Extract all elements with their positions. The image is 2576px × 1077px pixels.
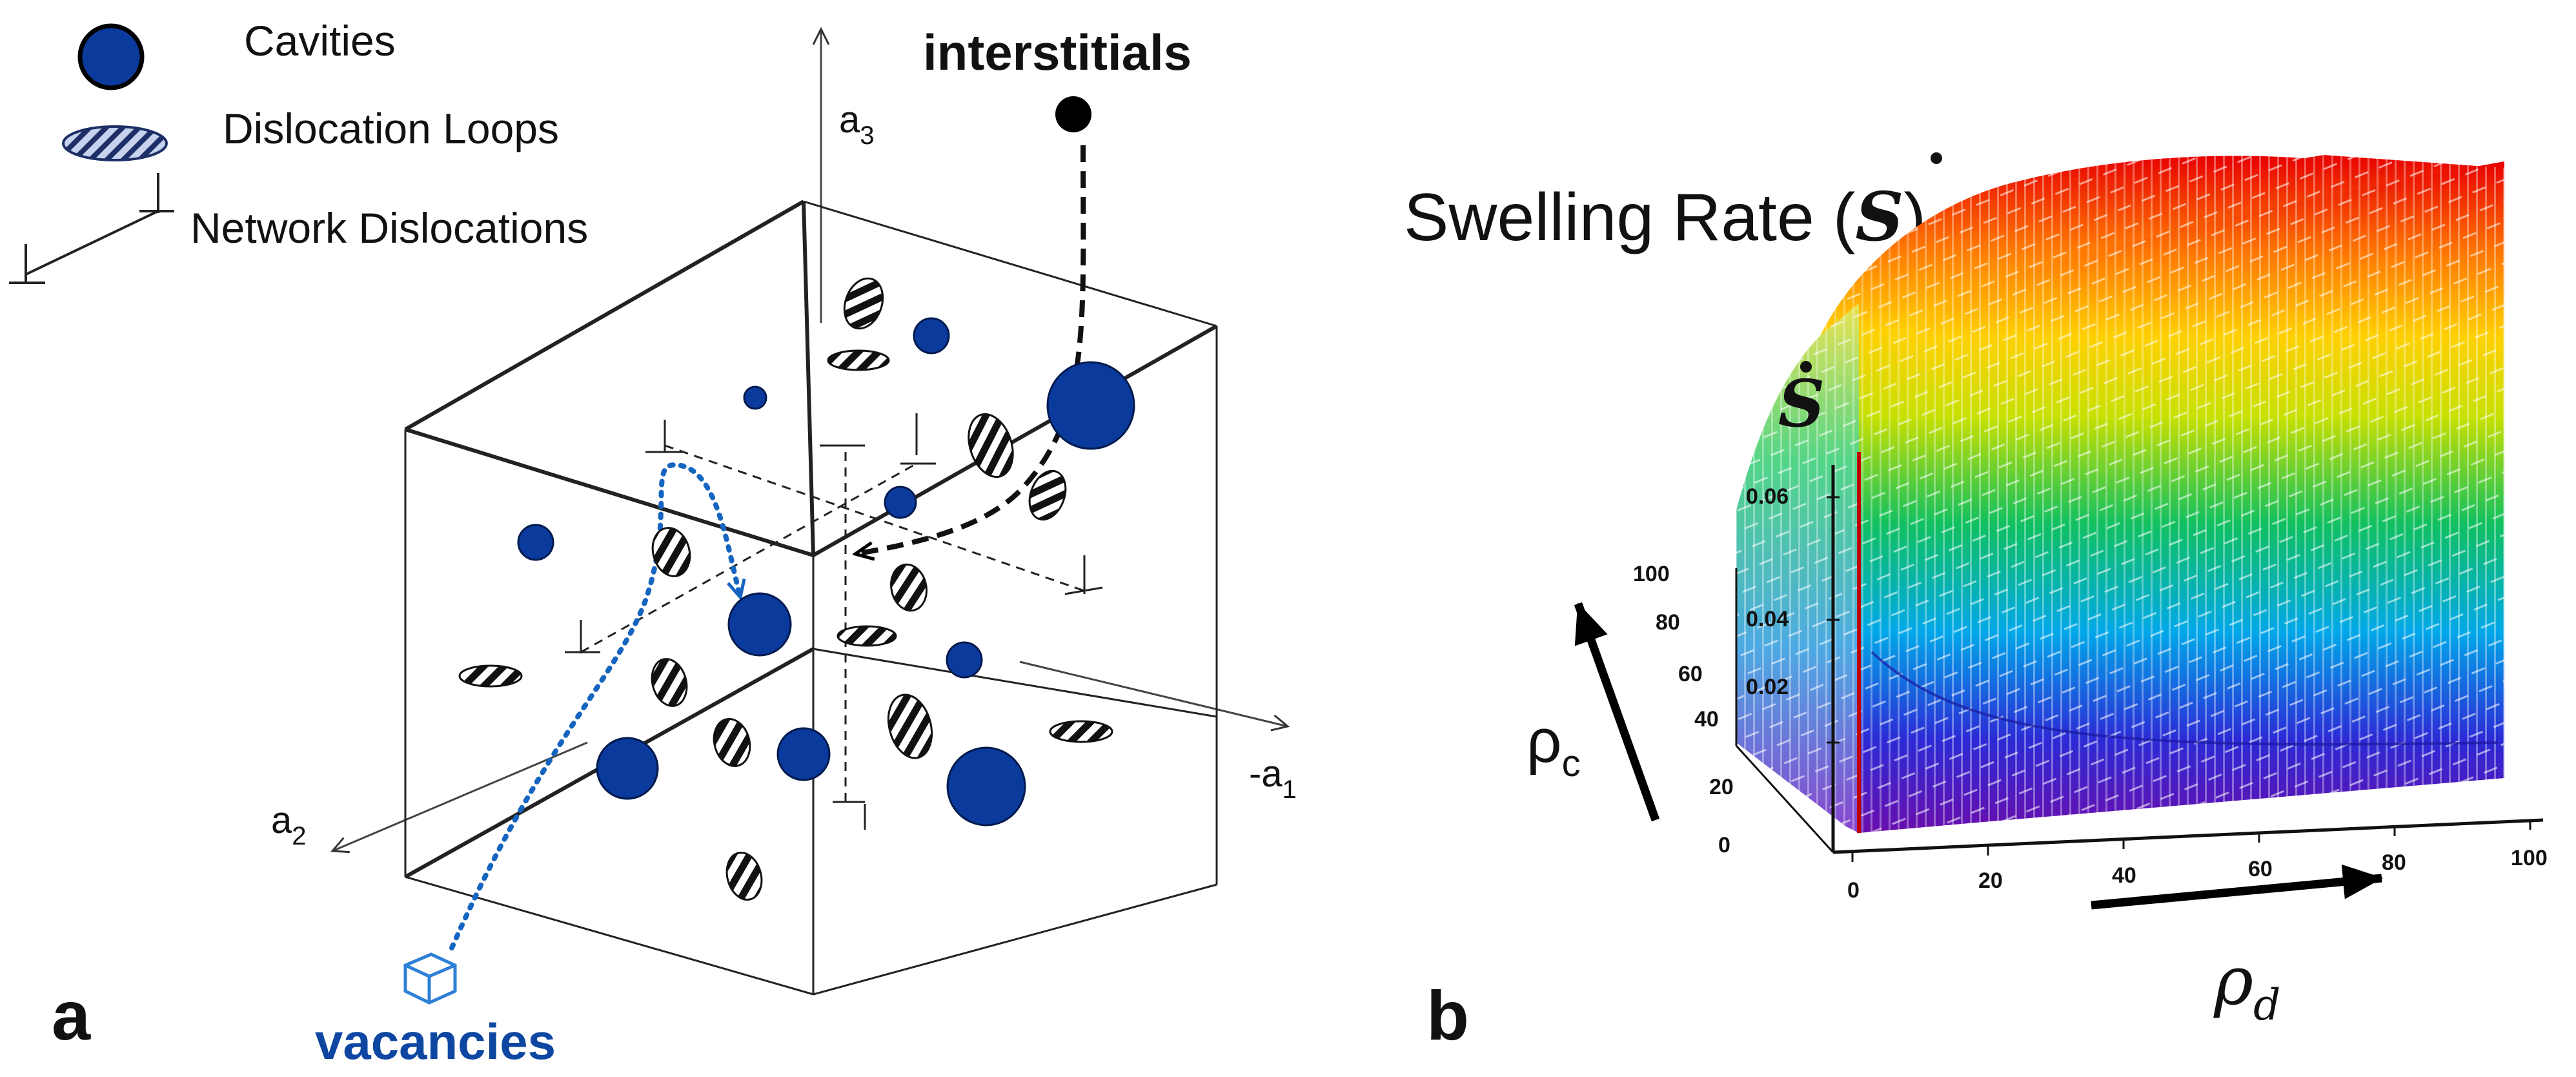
legend-network-label: Network Dislocations [190, 204, 588, 252]
a2-axis [330, 741, 588, 854]
legend-loops-label: Dislocation Loops [223, 105, 559, 152]
crystal-cube [404, 200, 1218, 996]
x-tick-label: 60 [2248, 857, 2273, 881]
dislocation-loop [827, 349, 890, 371]
rho-d-label: ρd [2213, 941, 2280, 1030]
dislocation-loop [713, 718, 751, 767]
cavity [1046, 361, 1135, 450]
panel-a: Cavities Dislocation Loops Network Dislo… [9, 17, 1297, 1070]
title-dot-icon [1931, 152, 1942, 164]
rho-c-arrow [1574, 602, 1660, 822]
dislocation-loop [1049, 720, 1113, 743]
y-tick-label: 0 [1718, 833, 1730, 857]
interstitials-label: interstitials [923, 24, 1192, 81]
x-tick-label: 80 [2382, 850, 2406, 875]
swelling-rate-title: Swelling Rate (S) [1404, 177, 1926, 256]
interstitial-path [855, 145, 1086, 554]
z-axis-dot-icon [1800, 361, 1812, 373]
z-tick-label: 0.04 [1746, 607, 1789, 631]
cavity [743, 385, 767, 410]
y-tick-label: 60 [1678, 662, 1703, 686]
x-tick-label: 100 [2511, 846, 2548, 870]
cavity [884, 486, 917, 519]
z-tick-label: 0.06 [1746, 484, 1789, 509]
cavity [946, 641, 983, 679]
rho-c-label: ρc [1526, 706, 1581, 785]
y-tick-label: 40 [1694, 707, 1719, 732]
legend-loop-icon [62, 125, 168, 161]
cavity [517, 524, 554, 561]
x-tick-label: 0 [1847, 878, 1860, 903]
dislocation-loop [651, 658, 688, 707]
crystal-axes [330, 26, 1290, 854]
dislocation-loop [458, 664, 523, 688]
z-tick-label: 0.02 [1746, 675, 1789, 699]
cavity [776, 727, 831, 781]
panel-b: Swelling Rate (S) [1404, 152, 2548, 1054]
legend-cavities-label: Cavities [244, 17, 396, 65]
legend-cavity-icon [77, 23, 145, 90]
dislocation-loop [837, 625, 897, 647]
dislocation-loop [968, 413, 1014, 478]
x-tick-label: 20 [1978, 868, 2003, 893]
surface-axes [1735, 465, 2544, 862]
dislocation-loop [887, 693, 933, 759]
interstitial-atom-icon [1055, 96, 1091, 132]
panel-a-label: a [52, 976, 91, 1054]
a2-label: a2 [271, 799, 307, 850]
cavities [517, 317, 1135, 826]
x-tick-label: 40 [2112, 863, 2136, 888]
z-axis-symbol: S [1778, 365, 1825, 442]
dislocation-loop [843, 277, 884, 330]
dislocation-loops [458, 277, 1113, 901]
legend-network-icon [9, 173, 174, 284]
vacancies-label: vacancies [315, 1013, 556, 1070]
surface-contour-dashes [1736, 154, 2504, 833]
a3-label: a3 [839, 99, 875, 150]
cavity [727, 592, 792, 657]
a1-axis [1019, 661, 1290, 732]
surface-low-contour [1871, 651, 2499, 746]
y-tick-label: 100 [1633, 562, 1670, 586]
vacancy-path [449, 462, 746, 950]
y-tick-label: 20 [1709, 775, 1734, 799]
cavity [913, 317, 950, 354]
vacancy-cube-icon [403, 952, 457, 1005]
cavity [946, 746, 1026, 826]
dislocation-loop [890, 563, 928, 612]
surface-plot [1736, 154, 2504, 833]
cavity [596, 737, 659, 800]
dislocation-loop [725, 852, 763, 901]
legend: Cavities Dislocation Loops Network Dislo… [9, 17, 588, 284]
y-tick-label: 80 [1656, 610, 1680, 635]
dislocation-loop [1028, 469, 1067, 521]
rho-d-arrow [2091, 864, 2383, 910]
tick-labels: 0.02 0.04 0.06 100 80 60 40 20 0 0 20 40… [1633, 484, 2548, 903]
a1-label: -a1 [1249, 753, 1297, 804]
panel-b-label: b [1426, 976, 1469, 1054]
dislocation-loop [651, 527, 691, 577]
